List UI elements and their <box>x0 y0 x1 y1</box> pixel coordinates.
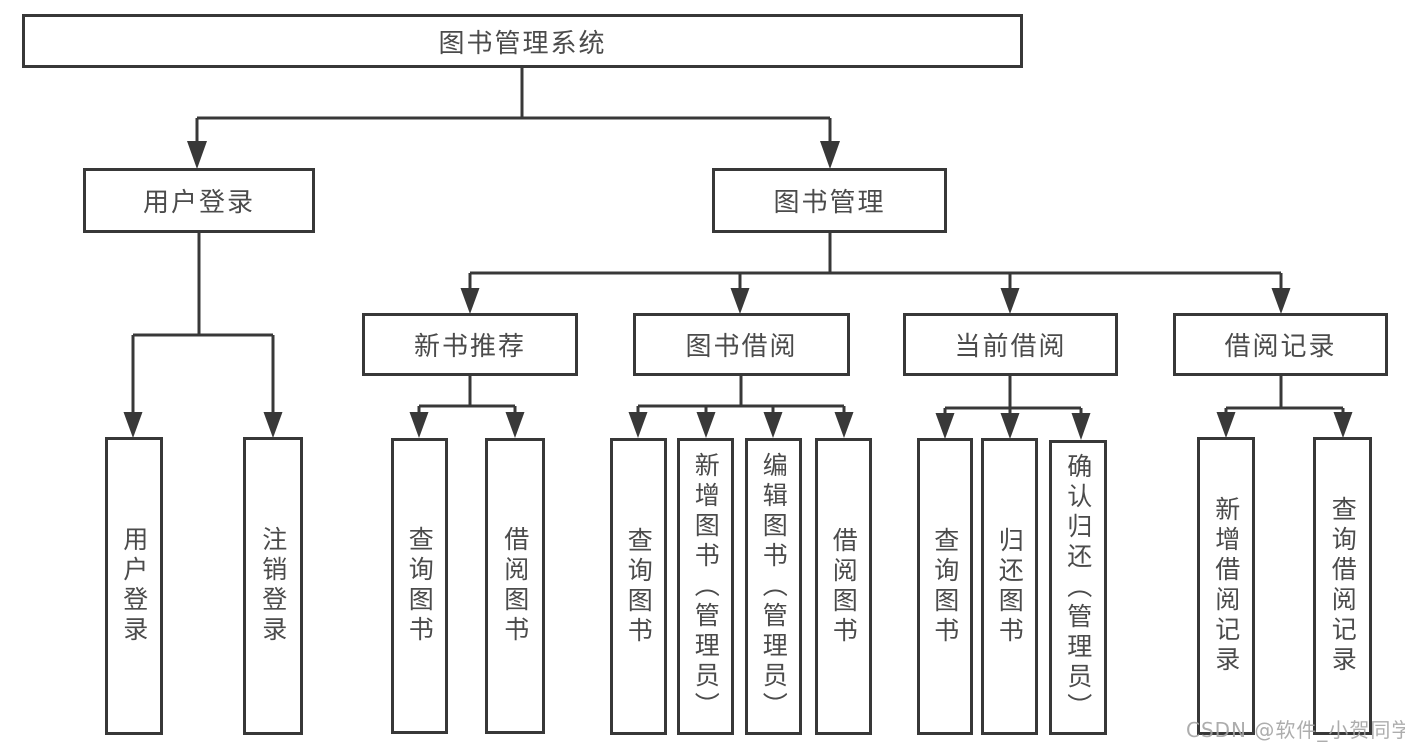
arrowhead-icon <box>730 288 750 314</box>
leaf-user-login: 用户登录 <box>105 437 163 735</box>
arrowhead-icon <box>935 413 955 439</box>
connector-userlogin-to-leaves <box>131 233 275 414</box>
node-book-management: 图书管理 <box>712 168 947 233</box>
arrowhead-icon <box>187 141 207 169</box>
connector-current-to-leaves <box>943 376 1083 419</box>
node-borrowing-records: 借阅记录 <box>1173 313 1388 376</box>
leaf-records-query-record: 查询借阅记录 <box>1313 437 1372 735</box>
node-root-system: 图书管理系统 <box>22 14 1023 68</box>
arrowhead-icon <box>505 412 525 438</box>
arrowhead-icon <box>123 412 143 438</box>
node-book-borrowing: 图书借阅 <box>633 313 850 376</box>
leaf-current-confirm-return: 确认归还（管理员） <box>1049 440 1107 735</box>
leaf-borrowing-edit-books: 编辑图书（管理员） <box>745 438 802 735</box>
leaf-current-return-books: 归还图书 <box>981 438 1038 735</box>
arrowhead-icon <box>263 412 283 438</box>
arrowhead-icon <box>1000 413 1020 439</box>
arrowhead-icon <box>696 412 716 438</box>
arrowhead-icon <box>409 412 429 438</box>
connector-records-to-leaves <box>1224 376 1345 419</box>
leaf-current-query-books: 查询图书 <box>917 438 973 735</box>
connector-root-to-level2 <box>195 68 832 146</box>
leaf-borrowing-borrow-books: 借阅图书 <box>815 438 872 735</box>
arrowhead-icon <box>1271 288 1291 314</box>
node-new-book-recommend: 新书推荐 <box>362 313 578 376</box>
watermark: CSDN @软件_小贺同学 <box>1186 718 1405 742</box>
arrowhead-icon <box>1333 412 1353 438</box>
leaf-borrowing-add-books: 新增图书（管理员） <box>677 438 734 735</box>
arrowhead-icon <box>763 412 783 438</box>
node-user-login: 用户登录 <box>83 168 315 233</box>
leaf-recommend-query-books: 查询图书 <box>391 438 448 734</box>
leaf-records-add-record: 新增借阅记录 <box>1197 437 1255 735</box>
leaf-logout: 注销登录 <box>243 437 303 735</box>
connector-borrowing-to-leaves <box>636 376 846 419</box>
leaf-borrowing-query-books: 查询图书 <box>610 438 667 735</box>
arrowhead-icon <box>628 412 648 438</box>
arrowhead-icon <box>834 412 854 438</box>
connector-recommend-to-leaves <box>417 376 517 419</box>
arrowhead-icon <box>1000 288 1020 314</box>
arrowhead-icon <box>1071 413 1091 440</box>
arrowhead-icon <box>460 288 480 314</box>
node-current-borrowing: 当前借阅 <box>903 313 1118 376</box>
connector-bookmgmt-to-level3 <box>468 233 1283 292</box>
leaf-recommend-borrow-books: 借阅图书 <box>485 438 545 734</box>
arrowhead-icon <box>1216 412 1236 438</box>
arrowhead-icon <box>820 141 840 169</box>
